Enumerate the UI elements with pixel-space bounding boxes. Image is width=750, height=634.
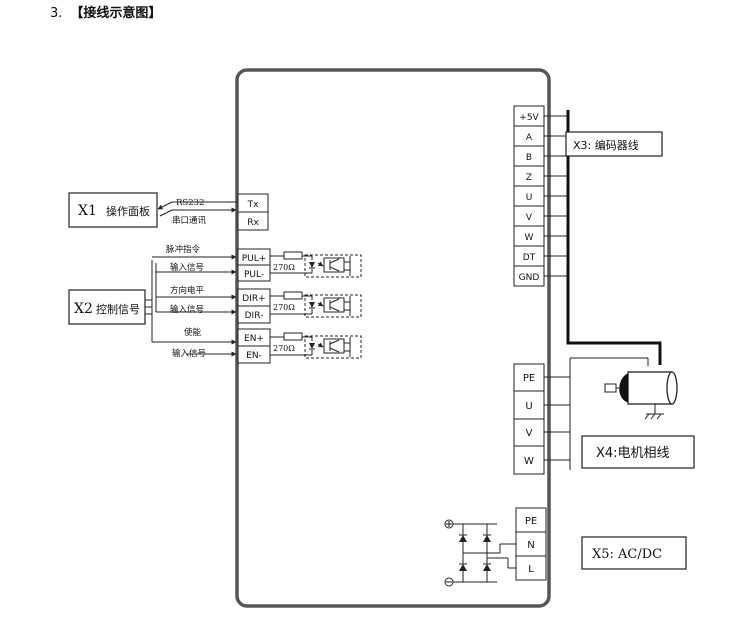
x3-pin-v: V: [526, 213, 533, 223]
pul-top-label: 脉冲指令: [166, 244, 201, 255]
pin-pul-minus: PUL-: [244, 270, 264, 280]
x2-group: X2 控制信号: [68, 260, 157, 342]
x3-label: X3: 编码器线: [573, 138, 639, 152]
pin-en-minus: EN-: [246, 351, 262, 361]
dir-optocoupler: [304, 294, 362, 318]
x5-label: X5: AC/DC: [592, 547, 662, 562]
x5-terminal-block: PE N L X5: AC/DC: [515, 507, 687, 581]
signal-group-dir: 方向电平 输入信号 DIR+ DIR- 270Ω: [156, 285, 362, 324]
pin-dir-plus: DIR+: [242, 294, 265, 304]
heading-number: 3.: [50, 6, 63, 21]
x4-pin-v: V: [526, 428, 533, 439]
drive-body: [235, 68, 551, 608]
x4-terminal-block: PE U V W X4:电机相线: [513, 357, 695, 475]
x1-proto-top: RS232: [176, 198, 204, 208]
x3-pin-w: W: [525, 233, 534, 243]
terminal-rx: Rx: [247, 218, 259, 228]
pul-bottom-label: 输入信号: [170, 262, 204, 273]
rectifier-bridge: [444, 519, 516, 587]
signal-group-en: 使能 输入信号 EN+ EN- 270Ω: [152, 327, 362, 364]
x3-pin-u: U: [526, 193, 533, 203]
x3-pin-b: B: [526, 153, 532, 163]
heading-title: 【接线示意图】: [70, 6, 162, 21]
pul-resistor: [283, 251, 303, 260]
x5-pin-n: N: [527, 540, 534, 551]
x1-proto-bottom: 串口通讯: [172, 215, 207, 226]
x2-name: 控制信号: [96, 302, 140, 316]
x4-pin-w: W: [524, 456, 534, 467]
x5-pin-pe: PE: [525, 516, 537, 527]
dir-bottom-label: 输入信号: [170, 304, 204, 315]
x1-name: 操作面板: [106, 204, 150, 218]
pin-en-plus: EN+: [244, 334, 264, 344]
en-resistor-value: 270Ω: [273, 344, 295, 353]
terminal-tx: Tx: [247, 200, 259, 210]
en-top-label: 使能: [184, 327, 202, 338]
dir-resistor-value: 270Ω: [273, 303, 295, 312]
x4-pin-u: U: [525, 401, 532, 412]
x2-label: X2: [74, 301, 93, 317]
x3-pin-gnd: GND: [519, 273, 540, 283]
x4-label: X4:电机相线: [596, 446, 670, 461]
x1-group: X1 操作面板 RS232 串口通讯: [68, 192, 237, 228]
x3-pin-z: Z: [526, 173, 532, 183]
x3-pin-a: A: [526, 133, 533, 143]
pul-optocoupler: [304, 254, 362, 278]
serial-terminals: Tx Rx: [237, 193, 269, 231]
x1-label: X1: [78, 203, 97, 219]
x3-pin-5v: +5V: [519, 113, 539, 123]
en-resistor: [283, 332, 303, 341]
pul-resistor-value: 270Ω: [273, 263, 295, 272]
en-optocoupler: [304, 335, 362, 359]
dir-top-label: 方向电平: [170, 285, 205, 296]
pin-dir-minus: DIR-: [245, 311, 264, 321]
diagram-heading: 3. 【接线示意图】: [50, 2, 161, 21]
motor-icon: [604, 371, 678, 420]
x4-pin-pe: PE: [523, 373, 535, 384]
x3-terminal-block: +5V A B Z U V W DT GND X3: 编码器线: [513, 105, 663, 365]
dir-resistor: [283, 291, 303, 300]
pin-pul-plus: PUL+: [242, 254, 267, 264]
x3-pin-dt: DT: [523, 253, 536, 263]
signal-group-pul: 脉冲指令 输入信号 PUL+ PUL- 270Ω: [152, 244, 362, 282]
encoder-cable: [566, 110, 662, 365]
x5-pin-l: L: [528, 564, 534, 575]
